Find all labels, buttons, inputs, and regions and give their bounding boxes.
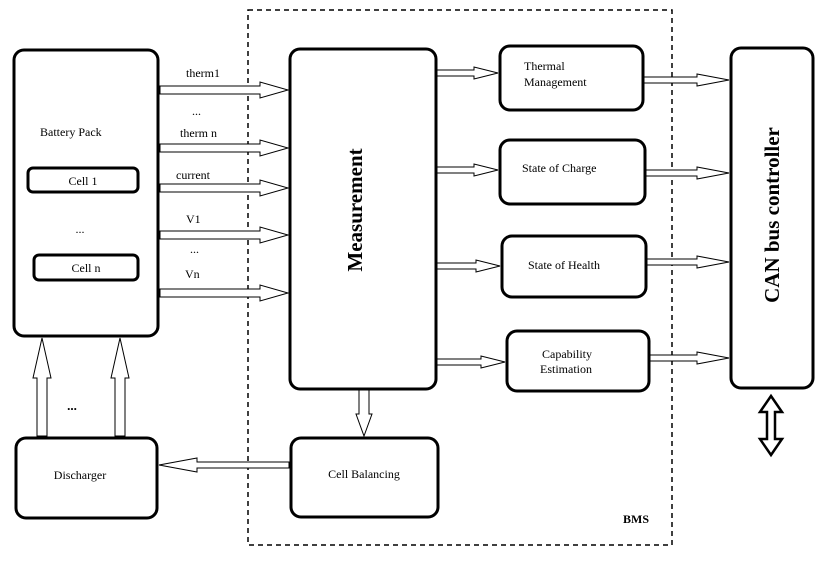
cell-dots: ... [76,222,85,236]
arrow-therm1 [159,81,290,99]
thermal-management-line2: Management [524,75,587,89]
signal-label-vn: Vn [185,267,200,281]
arrow-to-capability [436,355,506,369]
cell-1-label: Cell 1 [69,174,98,188]
arrow-therm-n [159,139,290,157]
arrow-v1 [159,226,290,244]
state-of-health-box [500,234,648,299]
discharger-label: Discharger [54,468,106,482]
cell-balancing-box [289,436,440,519]
can-bus-controller-box [729,46,815,390]
cell-n-label: Cell n [72,261,101,275]
state-of-charge-label: State of Charge [522,161,596,175]
thermal-management-line1: Thermal [524,59,565,73]
signal-label-dots-1: ... [192,104,201,118]
arrow-current [159,179,290,197]
signal-label-dots-2: ... [190,242,199,256]
cell-balancing-label: Cell Balancing [328,467,400,481]
signal-label-current: current [176,168,211,182]
can-bus-controller-label: CAN bus controller [760,127,784,303]
capability-estimation-line2: Estimation [540,362,592,376]
discharger-dots: ... [67,398,77,413]
measurement-box [288,47,438,391]
arrow-capability-to-can [649,351,730,365]
can-bus-bidirectional-arrow [757,393,785,458]
thermal-management-box [498,44,645,112]
arrow-measurement-to-balancing [355,389,373,438]
state-of-charge-box [498,138,647,206]
arrow-discharger-to-pack-right [110,337,130,437]
cell-n-box [32,253,140,282]
capability-estimation-line1: Capability [542,347,592,361]
capability-estimation-box [505,329,651,393]
arrow-discharger-to-pack-left [32,337,52,437]
flow-arrows [32,66,785,473]
arrow-to-soc [436,163,499,177]
arrow-thermal-to-can [643,73,730,87]
cell-1-box [26,166,140,194]
discharger-box [14,436,159,520]
arrow-balancing-to-discharger [158,457,290,473]
arrow-to-soh [436,259,501,273]
signal-arrows [159,81,290,302]
arrow-to-thermal [436,66,499,80]
arrow-soh-to-can [646,255,730,269]
signal-label-therm1: therm1 [186,66,220,80]
arrow-vn [159,284,290,302]
state-of-health-label: State of Health [528,258,600,272]
arrow-soc-to-can [645,166,730,180]
bms-boundary [247,9,673,546]
bms-label: BMS [623,512,649,526]
signal-label-therm-n: therm n [180,126,217,140]
battery-pack-title: Battery Pack [40,125,102,139]
signal-label-v1: V1 [186,212,201,226]
measurement-label: Measurement [343,148,367,271]
